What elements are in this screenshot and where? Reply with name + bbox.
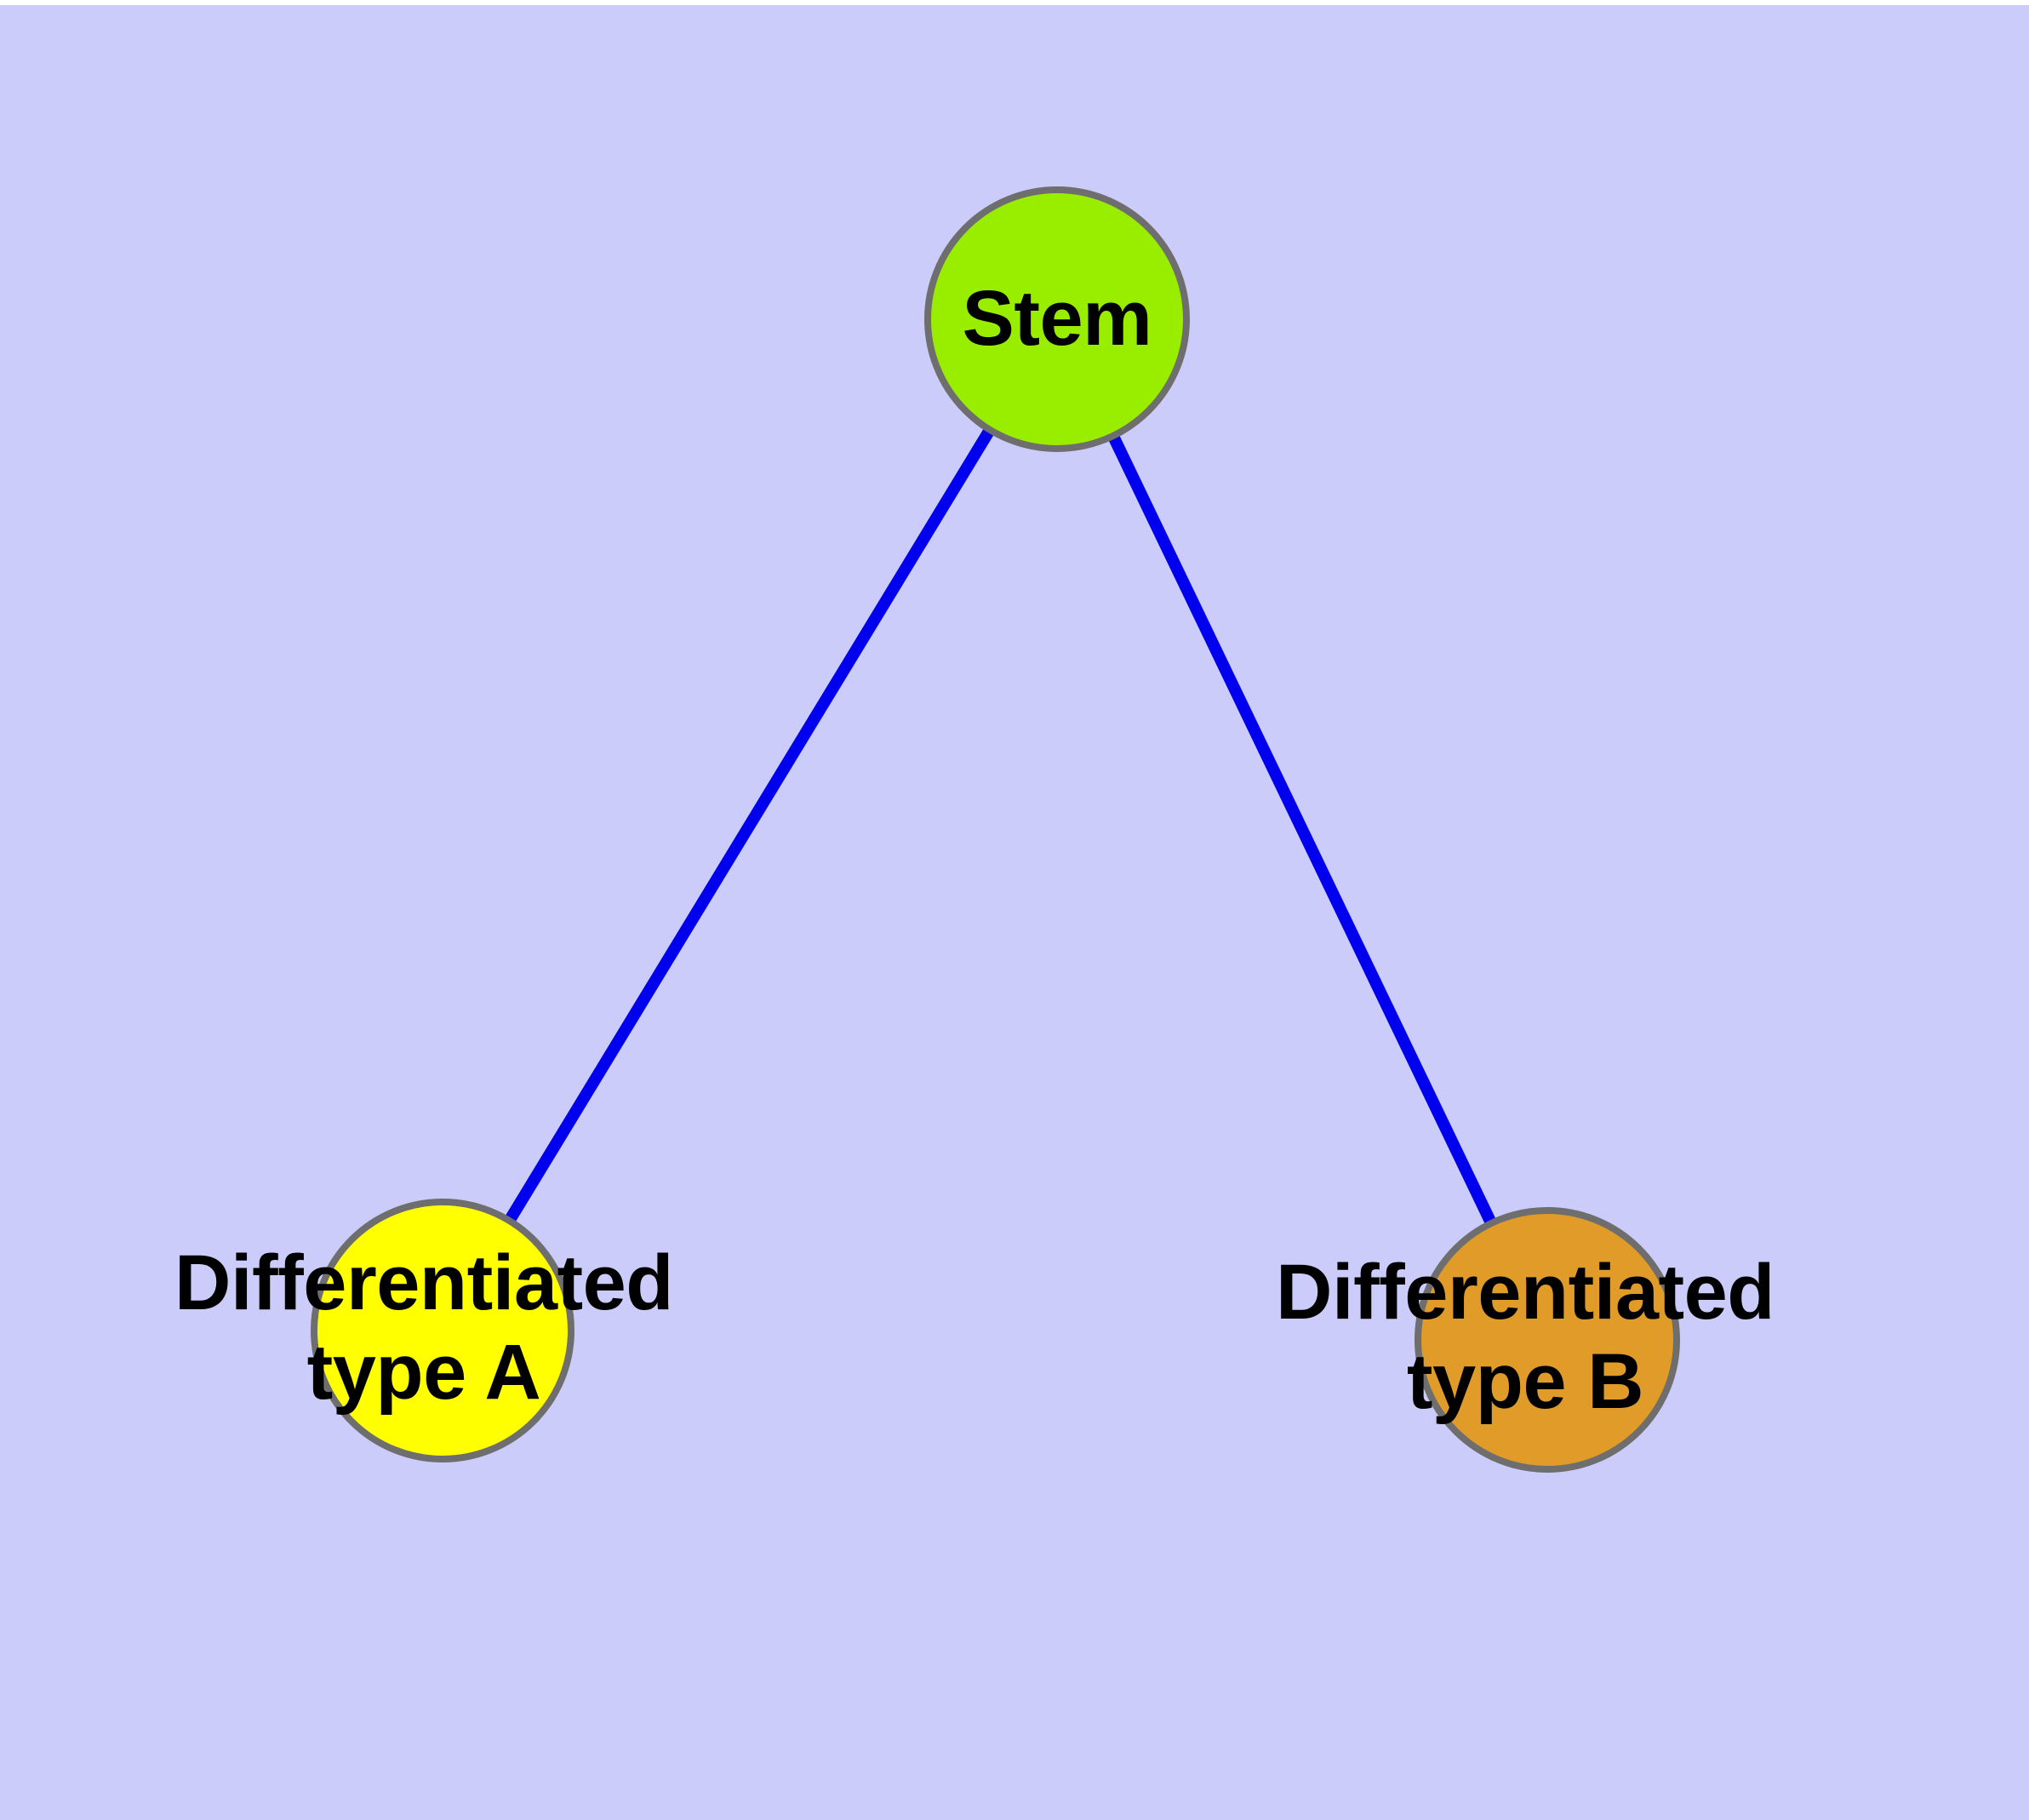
node-differentiated-type-b[interactable]	[1415, 1207, 1680, 1473]
node-stem[interactable]	[924, 186, 1190, 452]
nodes-group	[311, 186, 1680, 1473]
edge-stem-to-differentiated-type-b[interactable]	[1106, 432, 1498, 1228]
edges-group	[503, 425, 1498, 1228]
node-differentiated-type-a[interactable]	[311, 1199, 574, 1462]
edge-stem-to-differentiated-type-a[interactable]	[503, 425, 997, 1226]
